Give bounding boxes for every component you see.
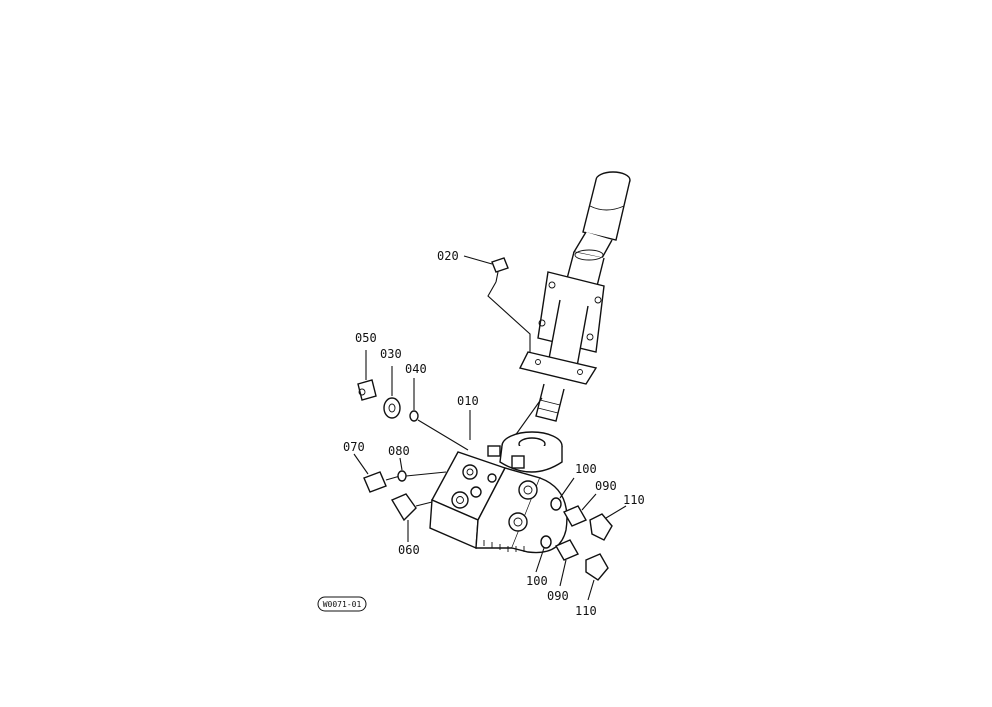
label-070: 070 [343, 440, 365, 454]
fitting-050-icon [357, 350, 377, 401]
label-110-upper: 110 [623, 493, 645, 507]
elbow-110-upper-icon [589, 505, 627, 541]
label-040: 040 [405, 362, 427, 376]
label-110-lower: 110 [575, 604, 597, 618]
fitting-030-icon [383, 366, 401, 419]
oring-080-icon [397, 457, 447, 482]
label-050: 050 [355, 331, 377, 345]
label-030: 030 [380, 347, 402, 361]
label-060: 060 [398, 543, 420, 557]
figure-code-text: W0071-01 [323, 600, 362, 609]
fitting-090-upper-icon [563, 493, 597, 527]
label-100-upper: 100 [575, 462, 597, 476]
label-080: 080 [388, 444, 410, 458]
oring-040-icon [409, 378, 469, 451]
label-020: 020 [437, 249, 459, 263]
fitting-070-icon [353, 453, 401, 493]
steering-column-icon [511, 171, 631, 441]
elbow-110-lower-icon [585, 553, 609, 601]
power-steering-unit-icon [429, 431, 568, 554]
label-090-lower: 090 [547, 589, 569, 603]
bolt-020-icon [463, 255, 531, 352]
oring-100-lower-icon [535, 535, 552, 573]
elbow-060-icon [390, 493, 433, 542]
label-010: 010 [457, 394, 479, 408]
label-100-lower: 100 [526, 574, 548, 588]
oring-100-upper-icon [550, 477, 575, 511]
figure-code-tag: W0071-01 [317, 596, 367, 612]
label-090-upper: 090 [595, 479, 617, 493]
fitting-090-lower-icon [555, 539, 579, 587]
